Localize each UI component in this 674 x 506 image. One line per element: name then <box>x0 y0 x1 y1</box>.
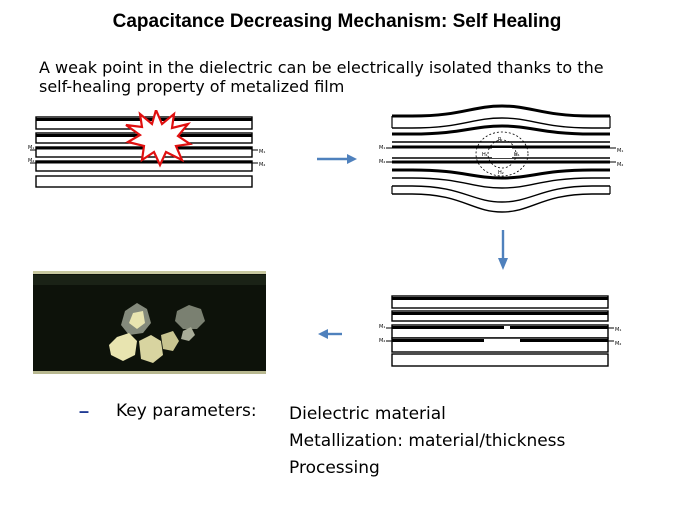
arrow-right-icon <box>317 154 357 164</box>
key-parameter-item: Dielectric material <box>289 404 446 424</box>
m2-label-right-2: M₂ <box>617 162 623 168</box>
m1-label-left-2: M₁ <box>379 145 385 151</box>
h2-label: H₂ <box>498 170 504 176</box>
m2-label-right: M₂ <box>259 162 265 168</box>
key-parameter-item: Metallization: material/thickness <box>289 431 566 451</box>
m2-label-left: M₂ <box>28 158 34 164</box>
slide-subtitle: A weak point in the dielectric can be el… <box>39 58 604 96</box>
arrow-left-icon <box>318 329 342 339</box>
key-parameter-item: Processing <box>289 458 380 478</box>
h1-label-right: H₁ <box>514 152 520 158</box>
m2-label-right-3: M₂ <box>615 341 621 347</box>
key-parameters-list: Dielectric material Metallization: mater… <box>289 401 565 482</box>
self-healing-film-photo <box>33 271 266 374</box>
film-stack-healed-diagram: M₁ M₂ M₁ M₂ <box>379 295 621 367</box>
breakdown-spark-icon <box>125 110 194 168</box>
arrow-down-icon <box>498 230 508 270</box>
bullet-dash: – <box>79 401 90 421</box>
film-stack-discharge-diagram: R H₁ H₁ H₂ M₁ M₂ M₁ M₂ <box>379 104 623 213</box>
m1-label-left-3: M₁ <box>379 324 385 330</box>
film-stack-breakdown-diagram: M₁ M₂ M₁ M₂ <box>28 110 265 188</box>
m1-label-right-3: M₁ <box>615 327 621 333</box>
m1-label-left: M₁ <box>28 145 34 151</box>
slide-title: Capacitance Decreasing Mechanism: Self H… <box>112 11 562 32</box>
m2-label-left-3: M₂ <box>379 338 385 344</box>
r-label: R <box>498 137 502 143</box>
key-parameters-label: Key parameters: <box>116 401 257 421</box>
h1-label-left: H₁ <box>482 152 488 158</box>
m2-label-left-2: M₂ <box>379 159 385 165</box>
m1-label-right-2: M₁ <box>617 148 623 154</box>
m1-label-right: M₁ <box>259 149 265 155</box>
